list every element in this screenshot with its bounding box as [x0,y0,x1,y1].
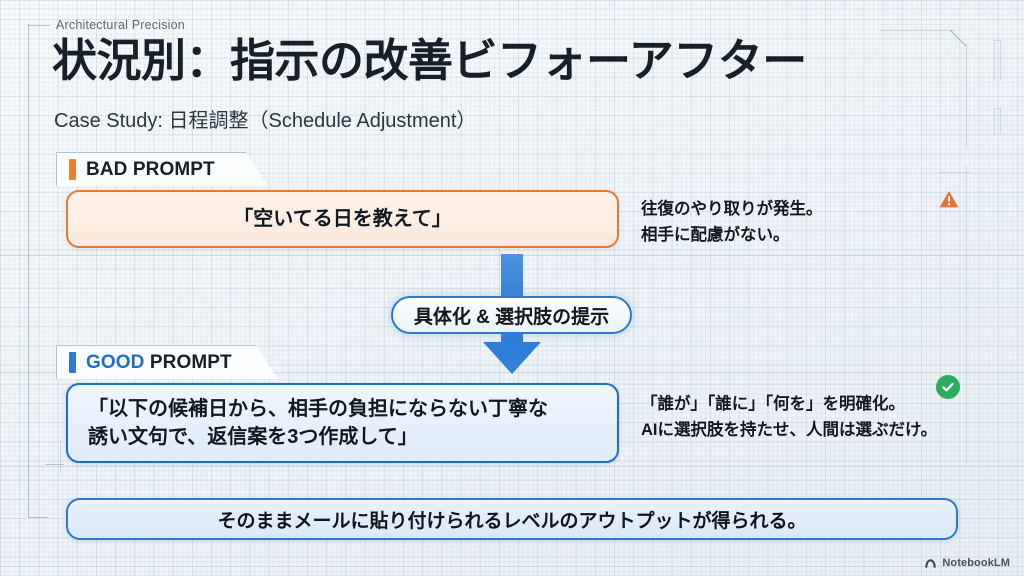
bad-accent-bar [69,159,76,180]
section-divider-bottom [0,466,1024,467]
bottom-rule [0,566,1024,567]
corner-vertical-long [966,44,967,148]
warning-triangle-icon [939,191,959,208]
corner-vertical-lower2 [1000,108,1001,134]
corner-vertical-inner2 [1000,40,1001,80]
bad-prompt-text: 「空いてる日を教えて」 [233,207,452,230]
good-prompt-box: 「以下の候補日から、相手の負担にならない丁寧な 誘い文句で、返信案を3つ作成して… [66,383,619,463]
transition-pill: 具体化 & 選択肢の提示 [391,296,632,334]
mid-left-tick-vertical [60,440,61,472]
corner-cap-line-lower [994,108,1001,109]
bad-prompt-tab-label: BAD PROMPT [86,159,215,181]
bad-tab-prefix: BAD [86,158,128,180]
top-rule [0,8,1024,9]
check-circle-icon [936,375,960,399]
good-note: 「誰が」「誰に」「何を」を明確化。 AIに選択肢を持たせ、人間は選ぶだけ。 [641,395,938,439]
bad-note: 往復のやり取りが発生。 相手に配慮がない。 [641,200,823,244]
page-title: 状況別：指示の改善ビフォーアフター [52,35,807,86]
corner-vertical-inner [994,40,995,80]
good-prompt-tab-label: GOOD PROMPT [86,352,232,374]
eyebrow-label: Architectural Precision [56,18,185,32]
right-edge-guide [966,165,967,465]
right-tick [940,172,970,173]
corner-cap-line [994,40,1001,41]
left-guide-line [28,24,29,518]
outcome-banner-text: そのままメールに貼り付けられるレベルのアウトプットが得られる。 [217,510,807,532]
eyebrow-leader-line [28,25,50,26]
notebooklm-logo-icon [925,558,937,568]
bad-prompt-tab: BAD PROMPT [56,152,268,186]
good-accent-bar [69,352,76,373]
page-subtitle: Case Study: 日程調整（Schedule Adjustment） [54,110,477,132]
left-tick-upper [28,517,48,518]
outcome-banner: そのままメールに貼り付けられるレベルのアウトプットが得られる。 [66,498,958,540]
bad-tab-suffix: PROMPT [127,158,215,180]
good-prompt-tab: GOOD PROMPT [56,345,278,379]
watermark-label: NotebookLM [942,557,1010,569]
corner-diagonal-icon [950,29,967,47]
good-tab-suffix: PROMPT [144,351,232,373]
watermark: NotebookLM [924,557,1010,569]
good-tab-prefix: GOOD [86,351,145,373]
mid-left-tick [46,464,64,465]
bad-prompt-box: 「空いてる日を教えて」 [66,190,619,248]
good-prompt-text: 「以下の候補日から、相手の負担にならない丁寧な 誘い文句で、返信案を3つ作成して… [88,397,548,448]
check-mark-glyph [942,382,954,392]
corner-top-line [880,30,955,31]
transition-pill-label: 具体化 & 選択肢の提示 [413,306,610,328]
corner-vertical-lower [994,108,995,134]
